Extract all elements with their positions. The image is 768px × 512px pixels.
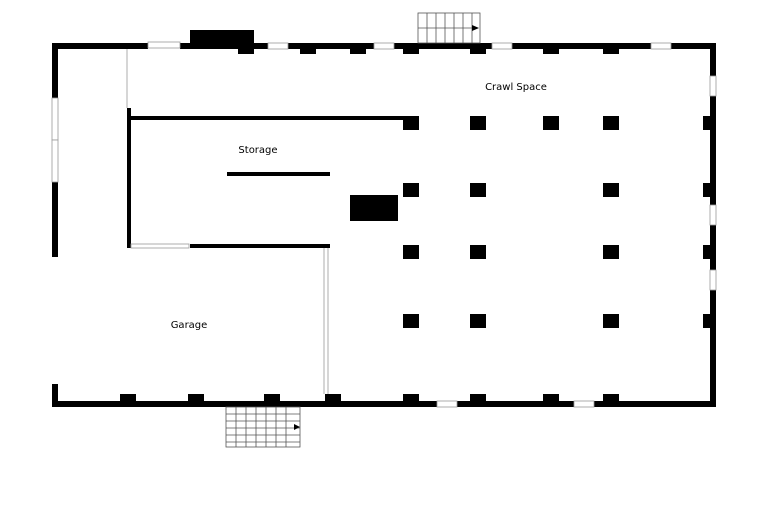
storage-top-wall: [127, 116, 419, 120]
top-wall-piers: [238, 46, 619, 54]
window: [709, 75, 717, 97]
window: [709, 204, 717, 226]
pier: [325, 394, 341, 402]
top-wall-right: [180, 43, 716, 49]
pier: [470, 245, 486, 259]
window: [650, 42, 672, 50]
pier: [603, 245, 619, 259]
top-wall-left: [52, 43, 148, 49]
window: [709, 269, 717, 291]
window: [491, 42, 513, 50]
window: [573, 400, 595, 408]
pier: [543, 46, 559, 54]
pier: [470, 314, 486, 328]
interior-walls: [127, 108, 419, 394]
pier: [470, 116, 486, 130]
pier: [403, 245, 419, 259]
pier: [603, 116, 619, 130]
pier: [350, 46, 366, 54]
room-label-storage: Storage: [238, 145, 277, 156]
window: [147, 41, 181, 49]
bottom-wall: [52, 401, 716, 407]
pier: [403, 394, 419, 402]
storage-left-wall: [127, 108, 131, 248]
window: [267, 42, 289, 50]
pier: [264, 394, 280, 402]
stairs-icon: [417, 12, 481, 44]
equipment-block: [350, 195, 398, 221]
room-label-garage: Garage: [171, 320, 208, 331]
window: [373, 42, 395, 50]
pier: [543, 116, 559, 130]
window: [51, 97, 59, 141]
pier: [120, 394, 136, 402]
bottom-wall-piers: [120, 394, 619, 402]
pier: [603, 394, 619, 402]
interior-piers: [350, 116, 619, 328]
pier: [470, 394, 486, 402]
pier: [603, 314, 619, 328]
pier: [703, 183, 713, 197]
pier: [238, 46, 254, 54]
storage-doorway: [130, 243, 190, 249]
storage-bottom-wall: [190, 244, 330, 248]
pier: [470, 46, 486, 54]
pier: [188, 394, 204, 402]
window: [51, 139, 59, 183]
storage-shelf: [227, 172, 330, 176]
pier: [403, 183, 419, 197]
pier: [470, 183, 486, 197]
stairs-icon: [225, 406, 301, 448]
pier: [543, 394, 559, 402]
pier: [603, 183, 619, 197]
pier: [703, 245, 713, 259]
room-label-crawl-space: Crawl Space: [485, 82, 547, 93]
right-wall-piers: [703, 116, 713, 328]
windows: [51, 41, 717, 408]
pier: [703, 116, 713, 130]
arrow-icon: [472, 25, 479, 31]
chimney-block: [190, 30, 254, 46]
pier: [403, 116, 419, 130]
window: [436, 400, 458, 408]
pier: [403, 314, 419, 328]
pier: [703, 314, 713, 328]
pier: [300, 46, 316, 54]
pier: [603, 46, 619, 54]
pier: [403, 46, 419, 54]
arrow-icon: [294, 424, 300, 430]
left-wall-lower: [52, 384, 58, 407]
